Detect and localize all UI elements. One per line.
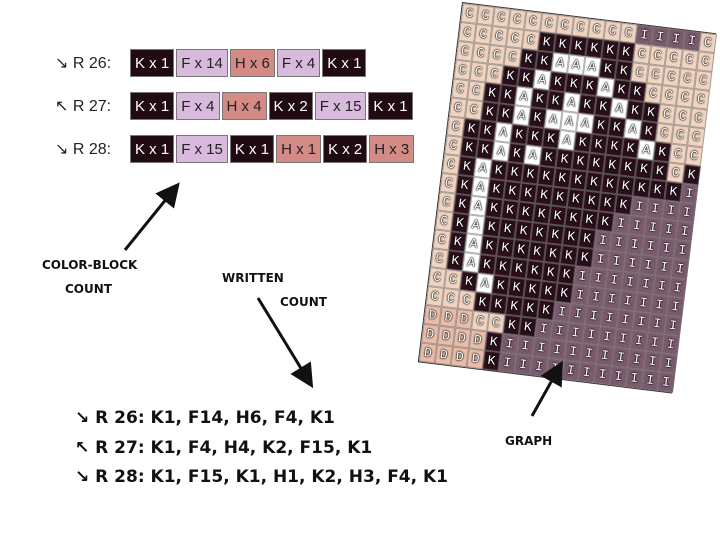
color-block: K x 2: [323, 135, 368, 163]
color-block: F x 4: [176, 92, 220, 120]
written-line-27: ↖ R 27: K1, F4, H4, K2, F15, K1: [75, 438, 373, 458]
color-block: K x 2: [268, 92, 313, 120]
row-label: ↖ R 27:: [55, 98, 112, 115]
color-block: K x 1: [322, 49, 367, 77]
color-block: K x 1: [368, 92, 413, 120]
color-block: K x 1: [130, 92, 175, 120]
written-line-28: ↘ R 28: K1, F15, K1, H1, K2, H3, F4, K1: [75, 467, 449, 487]
color-block-caption-2: COUNT: [65, 282, 112, 296]
color-block: K x 1: [229, 135, 275, 163]
color-block-caption: COLOR-BLOCK: [42, 258, 138, 272]
arrow-graph: [530, 360, 563, 417]
written-caption-2: COUNT: [280, 295, 327, 309]
arrow-color-block: [123, 182, 180, 251]
color-block: F x 4: [276, 49, 321, 77]
color-block: K x 1: [130, 135, 175, 163]
color-block: H x 6: [229, 49, 275, 77]
graph-caption: GRAPH: [505, 434, 553, 448]
color-block: F x 14: [176, 49, 228, 77]
written-line-26: ↘ R 26: K1, F14, H6, F4, K1: [75, 408, 335, 428]
color-block: F x 15: [176, 135, 228, 163]
arrow-written: [256, 297, 314, 389]
color-block: F x 15: [314, 92, 367, 120]
written-caption: WRITTEN: [222, 271, 284, 285]
row-label: ↘ R 26:: [55, 55, 112, 72]
color-block: H x 3: [369, 135, 415, 163]
color-block: H x 4: [221, 92, 267, 120]
color-block: H x 1: [276, 135, 322, 163]
color-block: K x 1: [130, 49, 175, 77]
row-label: ↘ R 28:: [55, 141, 112, 158]
